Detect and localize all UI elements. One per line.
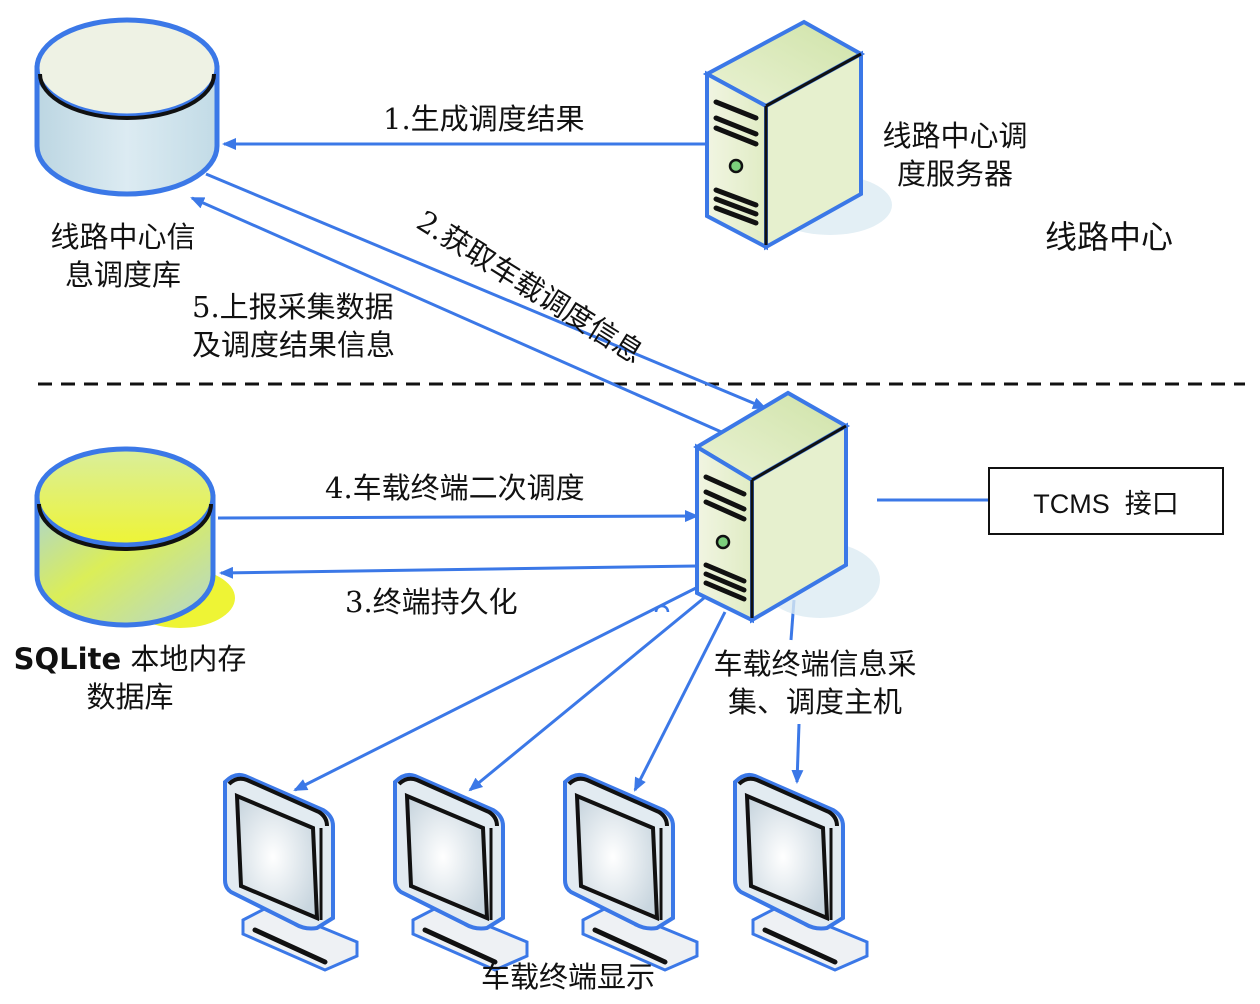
edge-3-label: 3.终端持久化 bbox=[345, 585, 518, 619]
onboard-host-icon[interactable] bbox=[693, 390, 880, 624]
sqlite-name: SQLite bbox=[13, 642, 122, 676]
sqlite-db-label: SQLite 本地内存 数据库 bbox=[10, 640, 250, 716]
edge-1-label: 1.生成调度结果 bbox=[383, 102, 585, 136]
zone-label-line-center: 线路中心 bbox=[1045, 218, 1174, 256]
displays-label: 车载终端显示 bbox=[481, 960, 656, 994]
monitor-icon[interactable] bbox=[393, 772, 529, 972]
sqlite-db-label-line2: 数据库 bbox=[86, 680, 174, 714]
sqlite-db-label-line1: SQLite 本地内存 bbox=[10, 640, 250, 678]
center-db-label: 线路中心信 息调度库 bbox=[38, 218, 208, 294]
center-db-icon[interactable] bbox=[34, 17, 220, 197]
display-link-1[interactable] bbox=[293, 584, 701, 792]
display-monitors bbox=[223, 772, 869, 972]
edge-4-line[interactable] bbox=[217, 510, 699, 523]
tcms-label: TCMS 接口 bbox=[1033, 488, 1179, 519]
onboard-host-label-line1: 车载终端信息采 bbox=[713, 647, 917, 681]
sqlite-db-icon[interactable] bbox=[34, 446, 235, 628]
sqlite-desc: 本地内存 bbox=[121, 642, 247, 676]
center-db-label-line2: 息调度库 bbox=[64, 258, 181, 292]
center-server-label-line2: 度服务器 bbox=[896, 157, 1013, 191]
display-link-2[interactable] bbox=[468, 596, 705, 792]
edge-5-label-line1: 5.上报采集数据 bbox=[192, 290, 394, 324]
line-hop bbox=[654, 604, 670, 613]
edge-5-label: 5.上报采集数据 及调度结果信息 bbox=[192, 288, 395, 364]
monitor-icon[interactable] bbox=[563, 772, 699, 972]
onboard-host-label-line2: 集、调度主机 bbox=[727, 685, 902, 719]
center-server-label: 线路中心调 度服务器 bbox=[870, 117, 1040, 193]
edge-5-line[interactable] bbox=[190, 196, 736, 440]
center-server-label-line1: 线路中心调 bbox=[882, 119, 1028, 153]
tcms-interface-box[interactable]: TCMS 接口 bbox=[988, 467, 1224, 535]
monitor-icon[interactable] bbox=[223, 772, 359, 972]
center-db-label-line1: 线路中心信 bbox=[50, 220, 196, 254]
display-link-3[interactable] bbox=[633, 611, 727, 792]
display-link-4b[interactable] bbox=[791, 723, 804, 784]
onboard-host-label: 车载终端信息采 集、调度主机 bbox=[700, 645, 930, 721]
edges bbox=[190, 138, 988, 792]
monitor-icon[interactable] bbox=[733, 772, 869, 972]
edge-4-label: 4.车载终端二次调度 bbox=[325, 471, 585, 505]
edge-3-line[interactable] bbox=[219, 564, 698, 579]
edge-5-label-line2: 及调度结果信息 bbox=[192, 328, 396, 362]
center-server-icon[interactable] bbox=[702, 19, 892, 251]
edge-2-line[interactable] bbox=[205, 172, 767, 410]
